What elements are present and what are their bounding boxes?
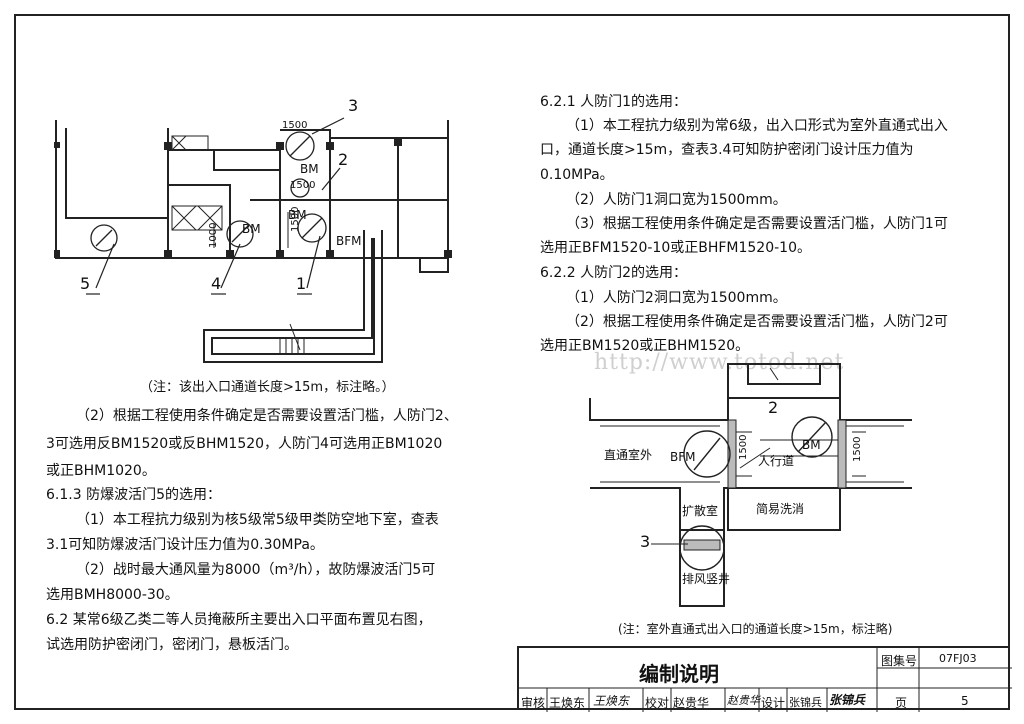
review-name: 王焕东	[549, 696, 586, 710]
left-marker-5: 5	[80, 274, 91, 293]
left-dim-1500-top: 1500	[282, 120, 308, 131]
right-diagram-caption: (注：室外直通式出入口的通道长度>15m，标注略)	[618, 622, 893, 636]
check-signature: 赵贵华	[727, 694, 760, 707]
left-text-h2: 6.2 某常6级乙类二等人员掩蔽所主要出入口平面布置见右图，	[46, 612, 432, 628]
drawing-frame	[14, 14, 1010, 710]
right-text-p3: 0.10MPa。	[540, 167, 614, 183]
page-label: 页	[895, 696, 908, 710]
label-direct-outside: 直通室外	[604, 448, 653, 462]
left-text-h1: 6.1.3 防爆波活门5的选用：	[46, 487, 221, 503]
design-name: 张锦兵	[789, 696, 822, 709]
right-text-p6: 选用正BFM1520-10或正BHFM1520-10。	[540, 240, 811, 256]
left-marker-3: 3	[348, 96, 359, 115]
label-walkway: 人行道	[758, 454, 795, 468]
atlas-number: 07FJ03	[939, 652, 977, 665]
left-label-bm-upper: BM	[300, 162, 319, 176]
label-exhaust-shaft: 排风竖井	[682, 572, 731, 586]
page-number: 5	[961, 694, 969, 708]
left-marker-2: 2	[338, 150, 349, 169]
right-text-p8: （2）根据工程使用条件确定是否需要设置活门槛，人防门2可	[566, 314, 948, 330]
left-text-p6: （2）战时最大通风量为8000（m³/h），故防爆波活门5可	[76, 562, 436, 578]
review-label: 审核	[521, 696, 546, 710]
design-signature: 张锦兵	[829, 693, 866, 707]
right-dim-1500-a: 1500	[738, 434, 749, 460]
watermark: http://www.totod.net	[594, 350, 845, 375]
check-name: 赵贵华	[673, 696, 710, 710]
left-text-p4: （1）本工程抗力级别为核5级常5级甲类防空地下室，查表	[76, 512, 439, 528]
design-label: 设计	[761, 696, 786, 710]
right-text-h1: 6.2.1 人防门1的选用：	[540, 94, 687, 110]
left-marker-4: 4	[211, 274, 222, 293]
left-dim-1500-mid: 1500	[290, 180, 316, 191]
left-text-p1: （2）根据工程使用条件确定是否需要设置活门槛，人防门2、	[76, 408, 458, 424]
left-text-p7: 选用BMH8000-30。	[46, 587, 179, 603]
title-block-title: 编制说明	[639, 662, 719, 686]
right-text-h2: 6.2.2 人防门2的选用：	[540, 265, 687, 281]
check-label: 校对	[645, 696, 670, 710]
left-label-bm-lower: BM	[288, 208, 307, 222]
left-diagram-caption: （注：该出入口通道长度>15m，标注略。）	[140, 380, 395, 395]
right-text-p5: （3）根据工程使用条件确定是否需要设置活门槛，人防门1可	[566, 216, 948, 232]
right-text-p1: （1）本工程抗力级别为常6级，出入口形式为室外直通式出入	[566, 118, 948, 134]
right-marker-3: 3	[640, 532, 651, 551]
right-text-p4: （2）人防门1洞口宽为1500mm。	[566, 192, 787, 208]
left-text-p3: 或正BHM1020。	[46, 463, 156, 479]
left-text-p5: 3.1可知防爆波活门设计压力值为0.30MPa。	[46, 537, 324, 553]
left-label-bfm: BFM	[336, 234, 362, 248]
left-label-bm-left: BM	[242, 222, 261, 236]
right-label-bm: BM	[802, 438, 821, 452]
right-text-p7: （1）人防门2洞口宽为1500mm。	[566, 290, 787, 306]
right-dim-1500-b: 1500	[852, 436, 863, 462]
right-label-bfm: BFM	[670, 450, 696, 464]
label-decontamination: 简易洗消	[756, 502, 805, 516]
right-text-p9: 选用正BM1520或正BHM1520。	[540, 338, 750, 354]
atlas-label: 图集号	[881, 654, 918, 668]
review-signature: 王焕东	[593, 694, 630, 708]
title-block: 编制说明 图集号 07FJ03 审核 王焕东 王焕东 校对 赵贵华 赵贵华 设计…	[517, 646, 1012, 712]
left-text-p2: 3可选用反BM1520或反BHM1520，人防门4可选用正BM1020	[46, 436, 443, 452]
left-marker-1: 1	[296, 274, 307, 293]
right-marker-2: 2	[768, 398, 779, 417]
right-text-p2: 口，通道长度>15m，查表3.4可知防护密闭门设计压力值为	[540, 142, 914, 158]
label-expansion-room: 扩散室	[682, 504, 719, 518]
left-text-p8: 试选用防护密闭门，密闭门，悬板活门。	[46, 637, 298, 653]
